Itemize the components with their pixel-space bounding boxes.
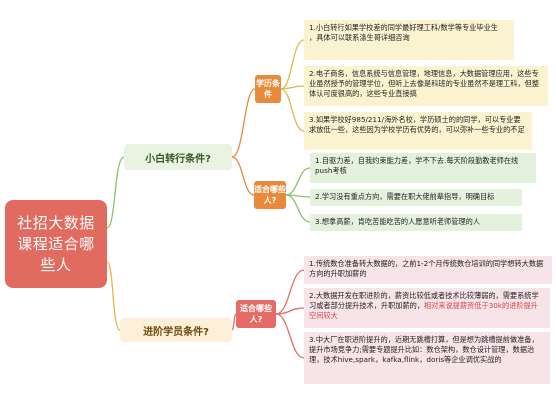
leaf-text: 1.传统数仓准备转大数据的，之前1-2个月传统数仓培训的同学想转大数据方向的升职… — [309, 259, 544, 278]
root-node[interactable]: 社招大数据课程适合哪些人 — [5, 200, 107, 288]
leaf-advanced-1[interactable]: 1.传统数仓准备转大数据的，之前1-2个月传统数仓培训的同学想转大数据方向的升职… — [304, 256, 552, 284]
connector-tag2-leaf3 — [285, 194, 311, 223]
leaf-highlight-text: 相对来说提薪资低于30k的进阶提升空间较大 — [309, 301, 538, 320]
connector-root-branch1 — [106, 156, 125, 229]
connector-tag3-leaf1 — [275, 269, 305, 315]
connector-branch1-tag1 — [231, 88, 256, 158]
connector-branch2-tag — [231, 313, 237, 331]
leaf-text: 3.如果学校好985/211/海外名校，学历硕士的的同学，可以专业要求放低一些，… — [309, 115, 525, 134]
leaf-text: 1.自驱力差，自我约束能力差，学不下去.每天阶段勤教老师在线push考核 — [315, 156, 519, 175]
connector-branch1-tag2 — [231, 156, 255, 196]
tag-label: 适合哪些人? — [254, 185, 286, 205]
leaf-suitable-3[interactable]: 3.想拿高薪，肯吃苦能吃苦的人愿意听老师管理的人 — [310, 214, 522, 231]
leaf-text: 3.中大厂在职进阶提升的，近期无跳槽打算，但是想为跳槽提前做准备，提升市场竞争力… — [309, 335, 539, 364]
leaf-education-2[interactable]: 2.电子商务，信息系统与信息管理，地理信息，大数据管理应用，这些专业虽然授予的管… — [304, 66, 548, 106]
leaf-education-1[interactable]: 1.小白转行如果学校差的同学最好理工科/数学等专业毕业生 ，具体可以联系涤生哥详… — [304, 20, 514, 60]
leaf-text: 2.学习没有重点方向，需要在职大佬前辈指导，明确目标 — [315, 192, 495, 201]
tag-label: 适合哪些人? — [240, 304, 272, 324]
leaf-education-3[interactable]: 3.如果学校好985/211/海外名校，学历硕士的的同学，可以专业要求放低一些，… — [304, 112, 532, 150]
tag-suitable-people-advanced[interactable]: 适合哪些人? — [236, 300, 276, 328]
tag-education-conditions[interactable]: 学历条件 — [255, 75, 281, 103]
connector-tag2-leaf1 — [285, 167, 311, 196]
connector-tag1-leaf3 — [280, 88, 305, 132]
leaf-suitable-1[interactable]: 1.自驱力差，自我约束能力差，学不下去.每天阶段勤教老师在线push考核 — [310, 153, 536, 183]
root-title: 社招大数据课程适合哪些人 — [17, 213, 95, 274]
leaf-advanced-3[interactable]: 3.中大厂在职进阶提升的，近期无跳槽打算，但是想为跳槽提前做准备，提升市场竞争力… — [304, 332, 550, 384]
connector-root-branch2 — [106, 261, 121, 331]
leaf-text: 3.想拿高薪，肯吃苦能吃苦的人愿意听老师管理的人 — [315, 217, 480, 226]
tag-label: 学历条件 — [256, 79, 280, 99]
connector-tag1-leaf1 — [280, 39, 305, 90]
branch-advanced-conditions[interactable]: 进阶学员条件? — [120, 318, 232, 342]
connector-tag3-leaf3 — [275, 313, 305, 359]
leaf-advanced-2[interactable]: 2.大数据开发在职进阶的，薪资比较低或者技术比较薄弱的，需要系统学习或者部分提升… — [304, 288, 550, 328]
branch-label: 进阶学员条件? — [143, 326, 209, 338]
connector-tag1-leaf2 — [280, 85, 305, 90]
branch-beginner-conditions[interactable]: 小白转行条件? — [124, 144, 232, 170]
leaf-text: 2.电子商务，信息系统与信息管理，地理信息，大数据管理应用，这些专业虽然授予的管… — [309, 69, 540, 98]
tag-suitable-people[interactable]: 适合哪些人? — [254, 181, 286, 209]
leaf-text: 1.小白转行如果学校差的同学最好理工科/数学等专业毕业生 ，具体可以联系涤生哥详… — [309, 23, 498, 42]
branch-label: 小白转行条件? — [145, 153, 211, 165]
connector-tag3-leaf2 — [275, 307, 305, 315]
leaf-suitable-2[interactable]: 2.学习没有重点方向，需要在职大佬前辈指导，明确目标 — [310, 189, 522, 206]
leaf-text: 2.大数据开发在职进阶的，薪资比较低或者技术比较薄弱的，需要系统学习或者部分提升… — [309, 291, 539, 310]
